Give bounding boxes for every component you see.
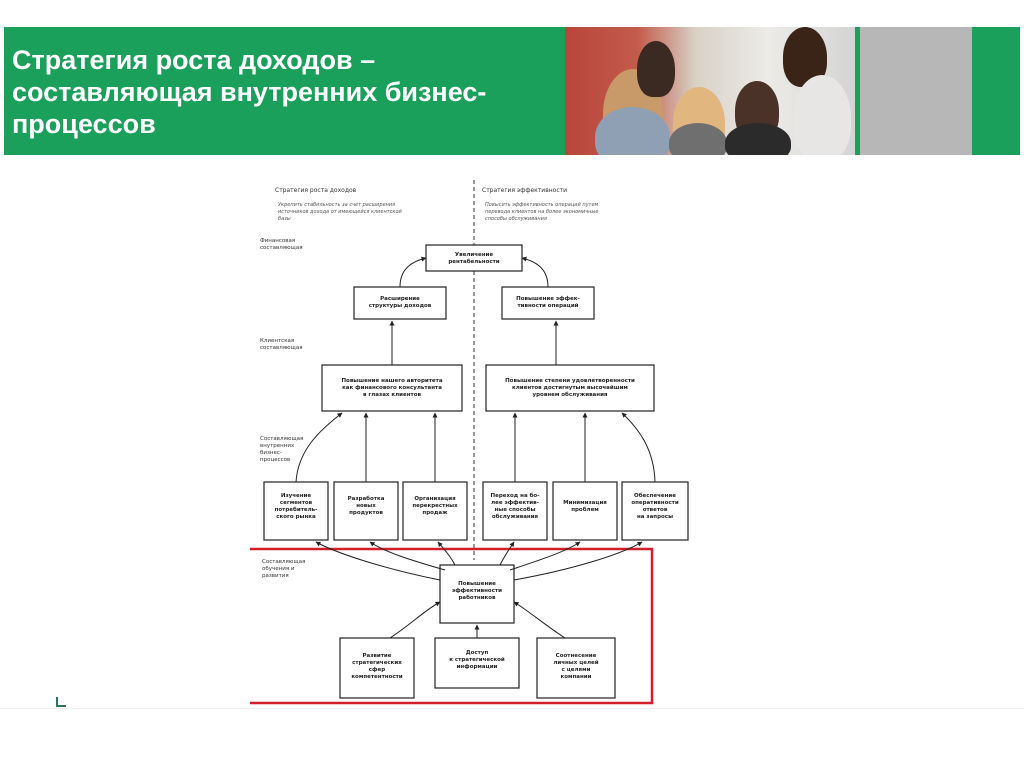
info-access-box	[434, 637, 520, 689]
productivity-box	[439, 564, 515, 624]
revenue-mix-box	[353, 286, 447, 320]
footer-divider	[0, 708, 1024, 709]
svg-text:Повышение степени удовлетворен: Повышение степени удовлетворенностиклиен…	[505, 378, 635, 398]
minimize-problems-box	[552, 481, 618, 541]
strategy-map: Стратегия роста доходов Укрепить стабиль…	[244, 170, 700, 705]
competencies-box	[339, 637, 415, 699]
goals-box	[536, 637, 616, 699]
header-gray-block	[860, 27, 972, 155]
left-strategy-title: Стратегия роста доходов	[275, 187, 357, 194]
cross-sell-box	[402, 481, 468, 541]
satisfaction-box	[485, 364, 655, 412]
left-strategy-subtitle: Укрепить стабильность за счет расширения…	[278, 202, 403, 222]
right-strategy-title: Стратегия эффективности	[482, 187, 567, 194]
slide-title: Стратегия роста доходов – составляющая в…	[12, 45, 487, 139]
svg-text:Повышение эффек-тивности опера: Повышение эффек-тивности операций	[516, 295, 580, 309]
header-photo	[565, 27, 855, 155]
new-products-box	[333, 481, 399, 541]
svg-text:Переход на бо-лее эффектив-ные: Переход на бо-лее эффектив-ные способыоб…	[490, 492, 539, 520]
profitability-box	[425, 244, 523, 272]
right-strategy-subtitle: Повысить эффективность операций путем пе…	[485, 202, 600, 222]
trust-box	[321, 364, 463, 412]
footer-logo-icon	[56, 697, 66, 707]
shift-channel-box	[482, 481, 548, 541]
